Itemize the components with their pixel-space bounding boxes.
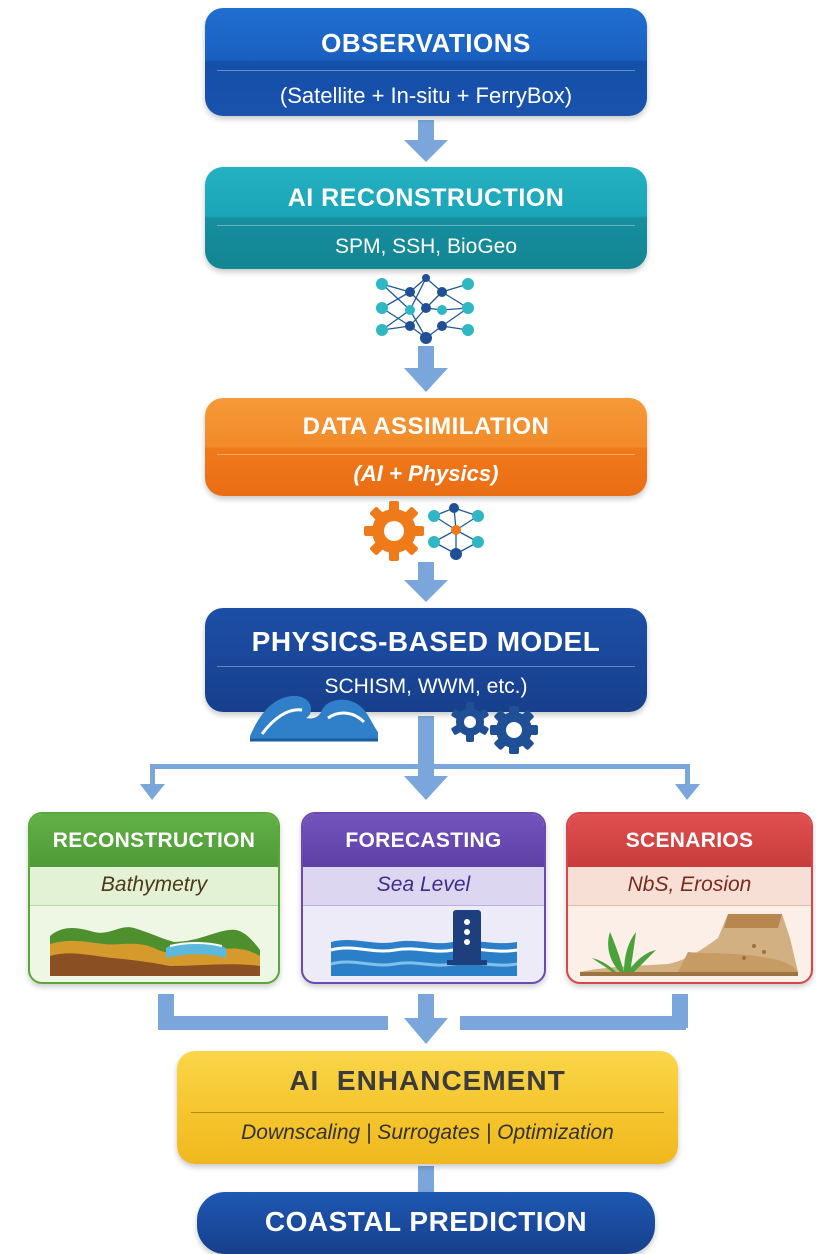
physics-model-box: PHYSICS-BASED MODEL SCHISM, WWM, etc.)	[205, 608, 647, 712]
observations-box: OBSERVATIONS (Satellite + In-situ + Ferr…	[205, 8, 647, 116]
ai-enhancement-divider	[191, 1112, 664, 1113]
reconstruction-card-title: RECONSTRUCTION	[30, 814, 278, 867]
ai-reconstruction-title: AI RECONSTRUCTION	[287, 184, 565, 212]
forecasting-card: FORECASTING Sea Level	[301, 812, 546, 984]
water-gauge-icon	[330, 910, 518, 976]
ai-enhancement-box: AI ENHANCEMENT Downscaling | Surrogates …	[177, 1051, 678, 1164]
physics-model-subtitle: SCHISM, WWM, etc.)	[217, 666, 635, 699]
observations-title: OBSERVATIONS	[321, 28, 531, 58]
observations-subtitle: (Satellite + In-situ + FerryBox)	[217, 70, 635, 109]
forecasting-card-title: FORECASTING	[303, 814, 544, 867]
physics-model-title: PHYSICS-BASED MODEL	[251, 626, 601, 657]
neural-network-icon	[376, 274, 474, 344]
reconstruction-card-label: Bathymetry	[30, 867, 278, 906]
ai-enhancement-title: AI ENHANCEMENT	[289, 1065, 566, 1096]
scenarios-card: SCENARIOS NbS, Erosion	[566, 812, 813, 984]
ai-enhancement-subtitle: Downscaling | Surrogates | Optimization	[241, 1121, 614, 1144]
coastal-prediction-title: COASTAL PREDICTION	[264, 1206, 588, 1237]
wave-icon	[250, 695, 378, 742]
scenarios-card-label: NbS, Erosion	[568, 867, 811, 906]
forecasting-card-label: Sea Level	[303, 867, 544, 906]
scenarios-card-title: SCENARIOS	[568, 814, 811, 867]
terrain-icon	[50, 927, 260, 976]
ai-reconstruction-subtitle: SPM, SSH, BioGeo	[217, 225, 635, 259]
data-assimilation-subtitle: (AI + Physics)	[217, 454, 635, 487]
data-assimilation-box: DATA ASSIMILATION (AI + Physics)	[205, 398, 647, 496]
plant-erosion-icon	[580, 914, 798, 976]
coastal-prediction-box: COASTAL PREDICTION	[197, 1192, 655, 1254]
gears-icon	[451, 702, 538, 754]
data-assimilation-title: DATA ASSIMILATION	[302, 413, 550, 440]
reconstruction-card: RECONSTRUCTION Bathymetry	[28, 812, 280, 984]
gear-network-icon	[364, 501, 484, 561]
ai-reconstruction-box: AI RECONSTRUCTION SPM, SSH, BioGeo	[205, 167, 647, 269]
